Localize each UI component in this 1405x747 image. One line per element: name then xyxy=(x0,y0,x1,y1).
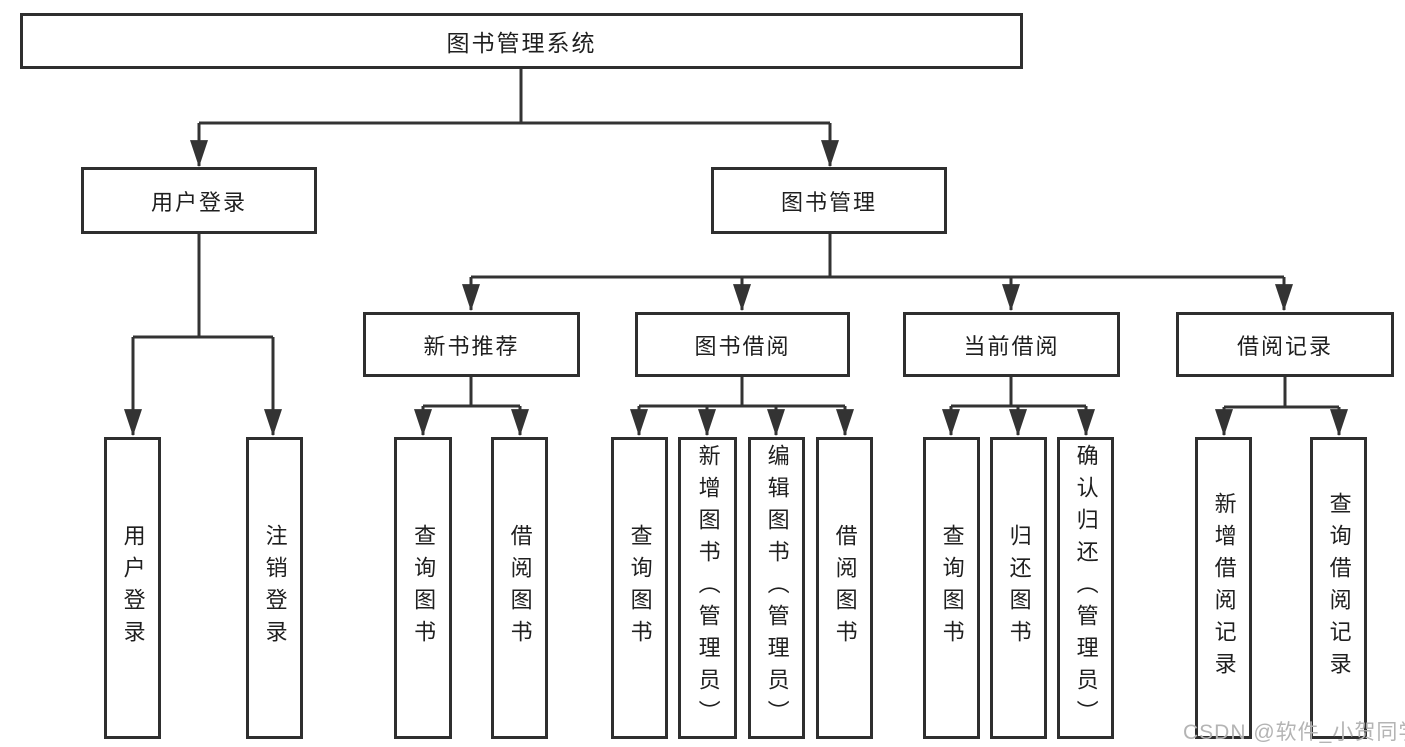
csdn-watermark: CSDN @软件_小贺同学 xyxy=(1183,721,1405,744)
node-label: 当前借阅 xyxy=(963,333,1060,359)
leaf-label: 查询借阅记录 xyxy=(1326,492,1352,684)
leaf-return-book: 归还图书 xyxy=(990,437,1047,739)
node-library-management-system: 图书管理系统 xyxy=(20,13,1023,69)
leaf-label: 借阅图书 xyxy=(507,524,533,652)
node-user-login: 用户登录 xyxy=(81,167,317,234)
leaf-label: 新增图书（管理员） xyxy=(695,444,721,732)
node-new-book-recommendation: 新书推荐 xyxy=(363,312,580,377)
leaf-query-borrow-record: 查询借阅记录 xyxy=(1310,437,1367,739)
leaf-confirm-return-admin: 确认归还（管理员） xyxy=(1057,437,1114,739)
leaf-label: 查询图书 xyxy=(627,524,653,652)
leaf-label: 借阅图书 xyxy=(832,524,858,652)
leaf-borrow-books-recommend: 借阅图书 xyxy=(491,437,548,739)
leaf-edit-book-admin: 编辑图书（管理员） xyxy=(748,437,805,739)
leaf-query-books-borrow: 查询图书 xyxy=(611,437,668,739)
node-label: 图书管理 xyxy=(780,189,877,215)
leaf-user-login: 用户登录 xyxy=(104,437,161,739)
leaf-add-book-admin: 新增图书（管理员） xyxy=(678,437,737,739)
leaf-query-books-recommend: 查询图书 xyxy=(394,437,452,739)
leaf-query-books-current: 查询图书 xyxy=(923,437,980,739)
leaf-label: 编辑图书（管理员） xyxy=(764,444,790,732)
leaf-logout: 注销登录 xyxy=(246,437,303,739)
leaf-label: 归还图书 xyxy=(1006,524,1032,652)
node-borrowing-records: 借阅记录 xyxy=(1176,312,1394,377)
node-current-borrowing: 当前借阅 xyxy=(903,312,1120,377)
leaf-label: 新增借阅记录 xyxy=(1211,492,1237,684)
node-label: 新书推荐 xyxy=(423,333,520,359)
leaf-label: 注销登录 xyxy=(262,524,288,652)
leaf-label: 确认归还（管理员） xyxy=(1073,444,1099,732)
leaf-label: 查询图书 xyxy=(939,524,965,652)
leaf-borrow-books: 借阅图书 xyxy=(816,437,873,739)
node-book-borrowing: 图书借阅 xyxy=(635,312,850,377)
node-book-management: 图书管理 xyxy=(711,167,947,234)
leaf-label: 查询图书 xyxy=(411,524,437,652)
node-label: 图书借阅 xyxy=(694,333,791,359)
leaf-add-borrow-record: 新增借阅记录 xyxy=(1195,437,1252,739)
leaf-label: 用户登录 xyxy=(120,524,146,652)
node-label: 用户登录 xyxy=(150,189,247,215)
node-label: 图书管理系统 xyxy=(446,30,597,56)
node-label: 借阅记录 xyxy=(1236,333,1333,359)
